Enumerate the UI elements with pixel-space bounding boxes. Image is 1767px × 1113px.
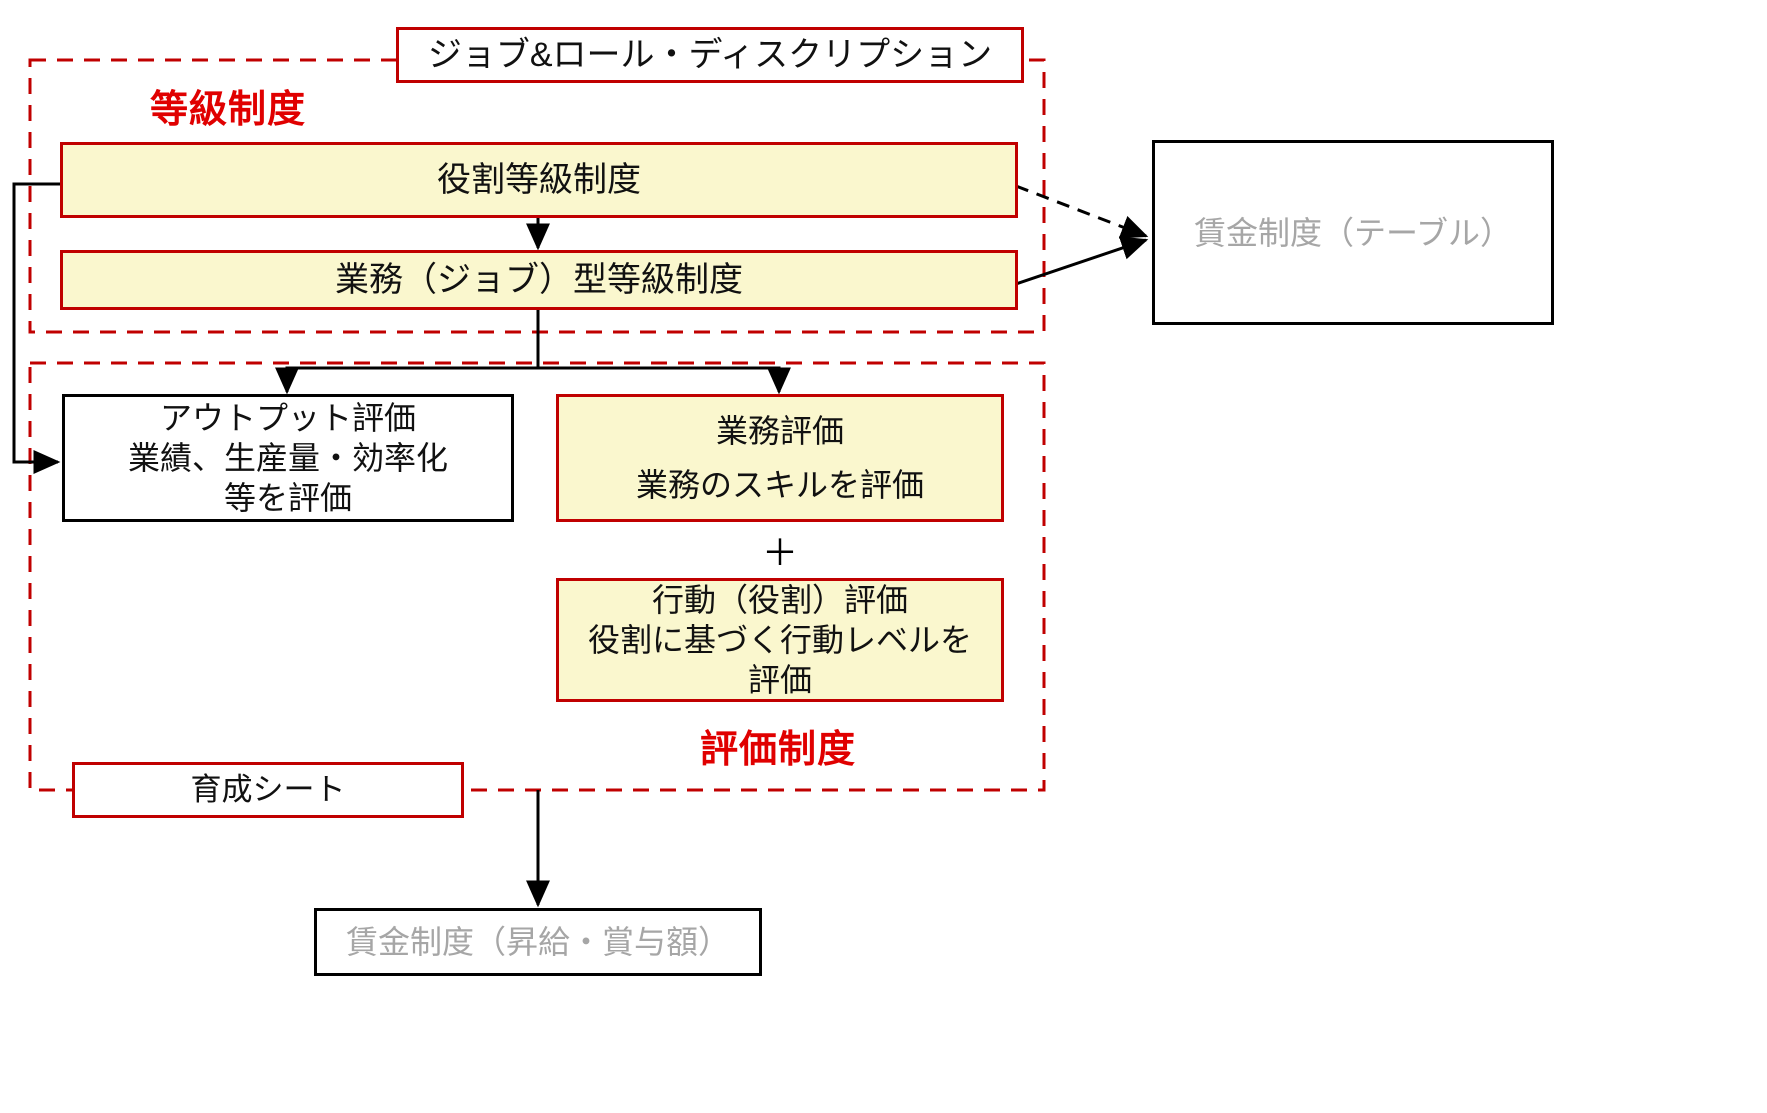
arrow-job-grade-to-output-eval [275,310,540,395]
wage-raise-label: 賃金制度（昇給・賞与額） [345,924,730,960]
job-grade-system-box[interactable]: 業務（ジョブ）型等級制度 [60,250,1018,310]
behavior-evaluation-line1: 行動（役割）評価 [651,582,908,618]
task-evaluation-line1: 業務評価 [715,413,844,449]
output-evaluation-line3: 等を評価 [223,480,352,516]
behavior-evaluation-line3: 評価 [747,662,812,698]
behavior-evaluation-line2: 役割に基づく行動レベルを [587,622,972,658]
growth-sheet-box[interactable]: 育成シート [72,762,464,818]
job-role-description-label: ジョブ&ロール・ディスクリプション [427,35,993,74]
output-evaluation-box[interactable]: アウトプット評価 業績、生産量・効率化 等を評価 [62,394,514,522]
task-evaluation-box[interactable]: 業務評価 業務のスキルを評価 [556,394,1004,522]
output-evaluation-line2: 業績、生産量・効率化 [127,440,448,476]
plus-symbol: ＋ [761,532,798,573]
plus-operator: ＋ [556,524,1004,576]
growth-sheet-label: 育成シート [190,771,346,807]
output-evaluation-line1: アウトプット評価 [159,400,416,436]
arrow-role-grade-to-output-eval-left [12,182,62,474]
role-grade-system-label: 役割等級制度 [437,160,641,199]
arrow-role-grade-to-wage-table [1015,184,1149,239]
evaluation-system-group-label: 評価制度 [700,729,857,771]
job-role-description-box[interactable]: ジョブ&ロール・ディスクリプション [396,27,1024,83]
arrow-job-grade-to-wage-table [1015,236,1149,286]
wage-raise-box[interactable]: 賃金制度（昇給・賞与額） [314,908,762,976]
grade-system-group-label: 等級制度 [150,89,307,131]
wage-table-label: 賃金制度（テーブル） [1193,214,1513,251]
job-grade-system-label: 業務（ジョブ）型等級制度 [335,260,743,299]
role-grade-system-box[interactable]: 役割等級制度 [60,142,1018,218]
behavior-evaluation-box[interactable]: 行動（役割）評価 役割に基づく行動レベルを 評価 [556,578,1004,702]
wage-table-box[interactable]: 賃金制度（テーブル） [1152,140,1554,325]
arrow-job-grade-to-task-eval [536,310,791,395]
task-evaluation-line2: 業務のスキルを評価 [635,467,924,503]
